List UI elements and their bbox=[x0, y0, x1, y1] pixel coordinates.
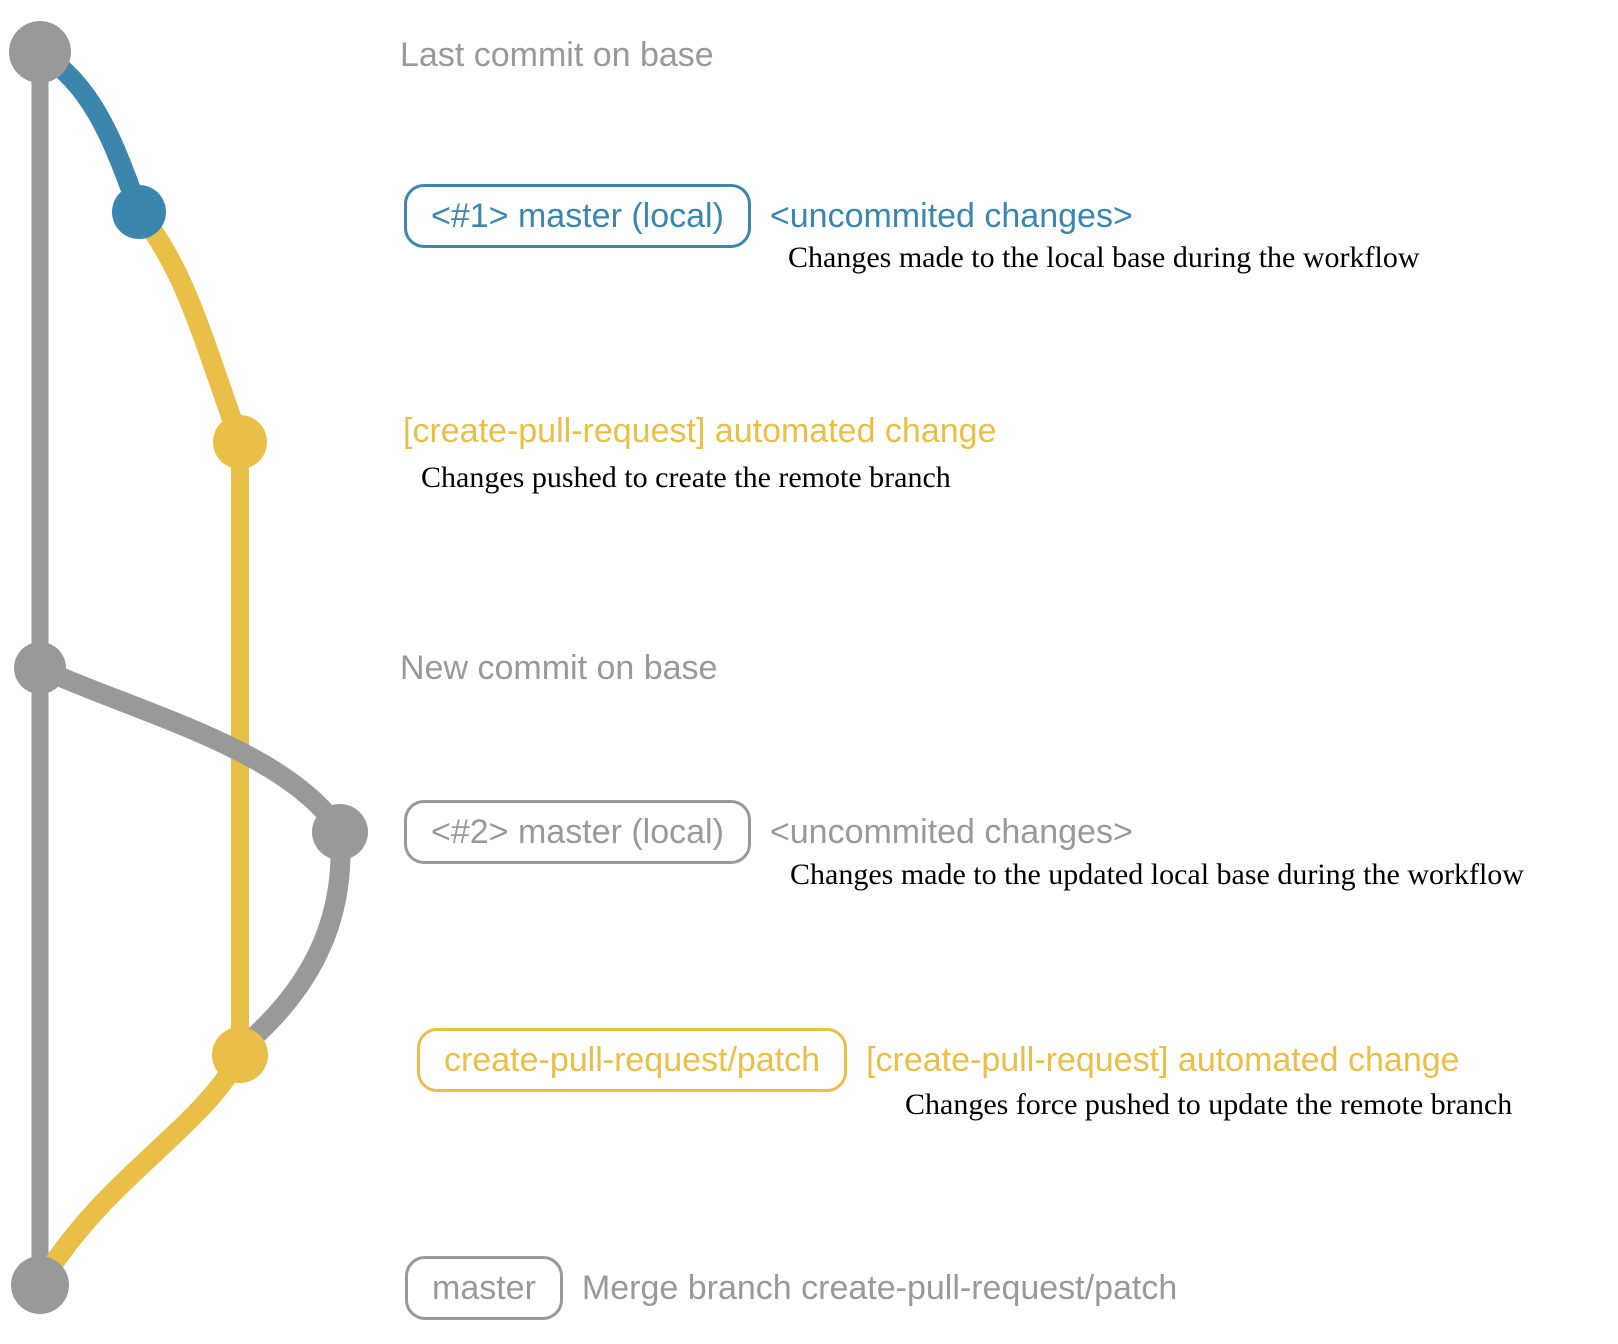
force-push-curve bbox=[235, 822, 351, 1055]
branch-badge-create-pull-request-patch: create-pull-request/patch bbox=[417, 1028, 848, 1092]
row-local-master-2: <#2> master (local) <uncommited changes> bbox=[404, 800, 1133, 864]
commit-dot-last-base bbox=[9, 21, 71, 83]
annotation-last-commit-on-base: Last commit on base bbox=[400, 36, 714, 74]
caption-force-push-remote: Changes force pushed to update the remot… bbox=[905, 1088, 1513, 1121]
branch-badge-master-local-2: <#2> master (local) bbox=[404, 800, 751, 864]
annotation-new-commit-on-base: New commit on base bbox=[400, 649, 718, 687]
commit-message-uncommited-1: <uncommited changes> bbox=[769, 196, 1133, 235]
commit-dot-merge bbox=[11, 1256, 69, 1314]
commit-message-merge: Merge branch create-pull-request/patch bbox=[581, 1268, 1178, 1307]
row-remote-branch: create-pull-request/patch [create-pull-r… bbox=[417, 1028, 1460, 1092]
merge-curve bbox=[38, 1045, 250, 1282]
row-local-master-1: <#1> master (local) <uncommited changes> bbox=[404, 184, 1133, 248]
push-curve-1 bbox=[129, 202, 250, 452]
commit-dot-remote-update bbox=[212, 1027, 268, 1083]
branch-badge-master-local-1: <#1> master (local) bbox=[404, 184, 751, 248]
row-merge-master: master Merge branch create-pull-request/… bbox=[405, 1256, 1177, 1320]
commit-dot-local-1 bbox=[112, 185, 166, 239]
caption-push-remote: Changes pushed to create the remote bran… bbox=[421, 461, 951, 494]
commit-dot-local-2 bbox=[312, 804, 368, 860]
commit-graph bbox=[9, 21, 368, 1314]
commit-message-uncommited-2: <uncommited changes> bbox=[769, 812, 1133, 851]
commit-dot-new-base bbox=[14, 642, 66, 694]
commit-dot-remote-create bbox=[213, 415, 267, 469]
commit-message-automated-change-2: [create-pull-request] automated change bbox=[866, 1040, 1460, 1079]
branch-badge-master: master bbox=[405, 1256, 563, 1320]
local-change-curve-2 bbox=[30, 658, 350, 842]
caption-local-changes-1: Changes made to the local base during th… bbox=[788, 241, 1420, 274]
caption-local-changes-2: Changes made to the updated local base d… bbox=[790, 858, 1524, 891]
commit-message-automated-change-1: [create-pull-request] automated change bbox=[403, 412, 997, 450]
